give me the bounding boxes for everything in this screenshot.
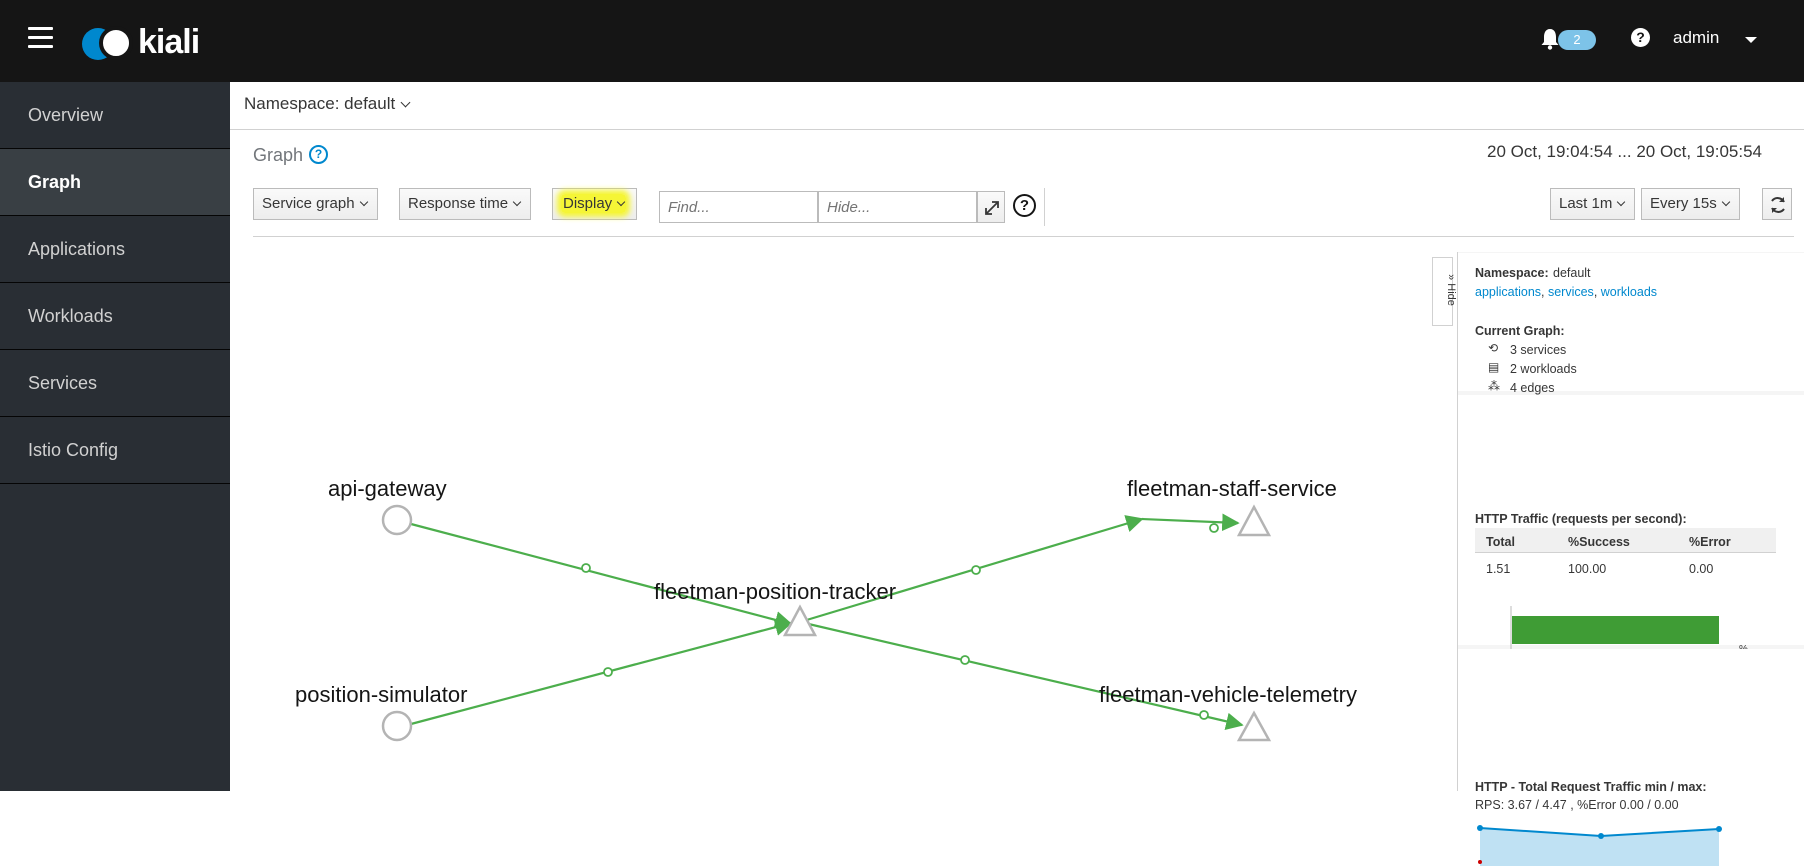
namespace-bar: Namespace: default — [230, 82, 1804, 130]
page-title: Graph — [253, 145, 304, 165]
table-cell-total: 1.51 — [1486, 562, 1511, 576]
sidebar-item-services[interactable]: Services — [0, 350, 230, 417]
toolbar-divider — [1044, 188, 1045, 226]
namespace-value: default — [1553, 266, 1591, 280]
node-position-simulator[interactable] — [381, 710, 413, 742]
edge-label-dropdown[interactable]: Response time — [399, 188, 532, 220]
edge-position-tracker-to-staff-service[interactable] — [799, 515, 1219, 624]
caret-down-icon[interactable] — [1745, 37, 1757, 43]
services-count: 3 services — [1510, 343, 1567, 357]
edge-label-label: Response time — [408, 195, 509, 212]
node-fleetman-position-tracker[interactable] — [782, 604, 818, 637]
sidebar: Overview Graph Applications Workloads Se… — [0, 82, 230, 791]
applications-link[interactable]: applications — [1475, 285, 1542, 299]
display-label: Display — [561, 194, 627, 213]
rps-sparkline — [1477, 825, 1722, 866]
chevron-down-icon — [1617, 197, 1626, 207]
help-icon[interactable]: ? — [1631, 28, 1650, 47]
main-content: Namespace: default Graph ? 20 Oct, 19:04… — [230, 82, 1804, 866]
table-header-success: %Success — [1568, 535, 1630, 549]
edge-dot-staff-service — [1209, 523, 1219, 533]
display-label-text: Display — [563, 195, 613, 212]
edge-tail-staff-service — [1141, 513, 1240, 532]
find-help-icon[interactable]: ? — [1013, 194, 1036, 217]
kiali-logo[interactable]: kiali — [82, 22, 200, 62]
sidebar-item-graph[interactable]: Graph — [0, 149, 230, 216]
node-api-gateway[interactable] — [381, 504, 413, 536]
http-traffic-title: HTTP Traffic (requests per second): — [1475, 512, 1687, 526]
table-cell-success: 100.00 — [1568, 562, 1607, 576]
chevron-down-icon — [359, 197, 368, 207]
namespace-dropdown-label: Namespace: default — [244, 94, 396, 113]
graph-type-dropdown[interactable]: Service graph — [253, 188, 378, 220]
duration-label: Last 1m — [1559, 195, 1613, 212]
kiali-logo-mark — [82, 24, 136, 60]
traffic-minmax-title: HTTP - Total Request Traffic min / max: — [1475, 780, 1707, 794]
time-range-text: 20 Oct, 19:04:54 ... 20 Oct, 19:05:54 — [1487, 142, 1763, 161]
services-icon: ⟲ — [1488, 341, 1499, 355]
refresh-icon — [1771, 197, 1785, 213]
http-traffic-section — [1458, 395, 1804, 645]
user-menu[interactable]: admin — [1673, 28, 1720, 47]
edge-position-tracker-to-vehicle-telemetry[interactable] — [799, 620, 1244, 730]
graph-help-icon[interactable]: ? — [309, 145, 328, 164]
edges-icon: ⁂ — [1488, 379, 1500, 393]
sidebar-item-applications[interactable]: Applications — [0, 216, 230, 283]
brand-name: kiali — [138, 23, 200, 61]
edge-dot-vehicle-telemetry — [1199, 710, 1209, 720]
namespace-label: Namespace: — [1475, 266, 1549, 280]
node-label: fleetman-vehicle-telemetry — [1099, 682, 1357, 707]
duration-dropdown[interactable]: Last 1m — [1550, 188, 1636, 220]
hide-panel-label: » Hide — [1444, 274, 1457, 306]
toolbar-rule — [253, 236, 1794, 237]
hide-input[interactable] — [818, 191, 977, 223]
sidebar-item-istio-config[interactable]: Istio Config — [0, 417, 230, 484]
services-link[interactable]: services — [1547, 285, 1594, 299]
workloads-link[interactable]: workloads — [1600, 285, 1658, 299]
sidebar-item-workloads[interactable]: Workloads — [0, 283, 230, 350]
node-fleetman-vehicle-telemetry[interactable] — [1236, 710, 1272, 742]
refresh-interval-dropdown[interactable]: Every 15s — [1641, 188, 1740, 220]
panel-links: applications, services, workloads — [1475, 285, 1658, 299]
namespace-dropdown[interactable]: Namespace: default — [244, 94, 411, 114]
graph-type-label: Service graph — [262, 195, 355, 212]
node-label: api-gateway — [328, 476, 447, 501]
bell-icon[interactable] — [1540, 28, 1560, 50]
refresh-button[interactable] — [1762, 188, 1792, 220]
current-graph-label: Current Graph: — [1475, 324, 1565, 338]
chevron-down-icon — [512, 197, 522, 207]
traffic-minmax-value: RPS: 3.67 / 4.47 , %Error 0.00 / 0.00 — [1475, 798, 1679, 812]
menu-toggle-icon[interactable] — [28, 27, 53, 49]
ok-bar — [1512, 616, 1719, 644]
success-bar-chart — [1510, 606, 1746, 651]
traffic-table-header — [1475, 528, 1776, 553]
node-label: position-simulator — [295, 682, 468, 707]
display-dropdown[interactable]: Display — [552, 188, 638, 220]
node-fleetman-staff-service[interactable] — [1236, 504, 1272, 537]
panel-summary: Namespace: default applications, service… — [1458, 253, 1804, 395]
workloads-icon: ▤ — [1488, 360, 1500, 374]
edge-api-gateway-to-position-tracker[interactable] — [410, 522, 793, 629]
workloads-count: 2 workloads — [1510, 362, 1577, 376]
node-label: fleetman-position-tracker — [654, 579, 897, 604]
edges-count: 4 edges — [1510, 381, 1555, 395]
hide-panel-tab[interactable]: » Hide — [1432, 257, 1457, 326]
chevron-down-icon — [616, 197, 626, 207]
traffic-minmax-section — [1458, 649, 1804, 791]
chevron-down-icon — [1721, 197, 1730, 207]
expand-icon[interactable] — [977, 191, 1005, 223]
table-header-total: Total — [1486, 535, 1515, 549]
side-panel: Namespace: default applications, service… — [1457, 252, 1804, 866]
masthead: kiali 2 ? admin — [0, 0, 1804, 82]
sidebar-item-overview[interactable]: Overview — [0, 82, 230, 149]
chevron-down-icon — [400, 97, 411, 108]
table-header-error: %Error — [1689, 535, 1731, 549]
notification-badge[interactable]: 2 — [1558, 30, 1596, 50]
expand-arrows-icon — [985, 201, 999, 215]
find-input[interactable] — [659, 191, 818, 223]
refresh-interval-label: Every 15s — [1650, 195, 1717, 212]
node-label: fleetman-staff-service — [1127, 476, 1337, 501]
edge-position-simulator-to-position-tracker[interactable] — [410, 618, 793, 726]
table-cell-error: 0.00 — [1689, 562, 1714, 576]
